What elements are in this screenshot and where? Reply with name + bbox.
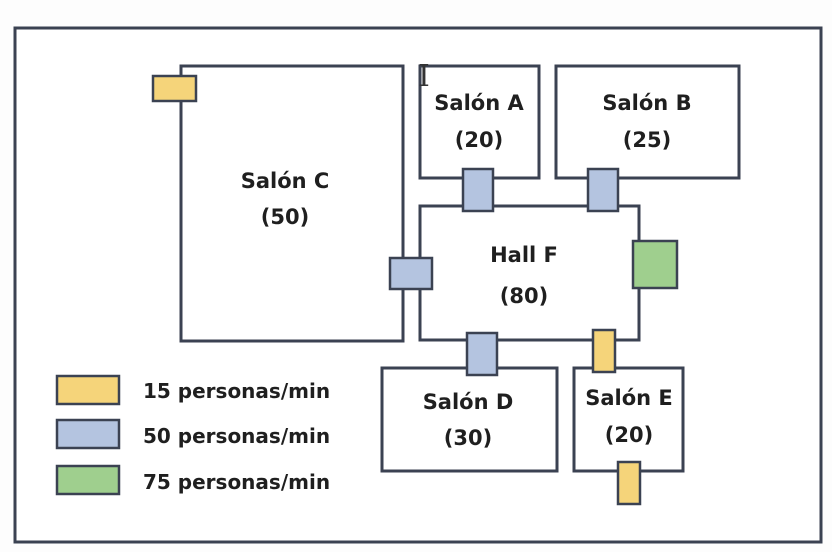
salon-b-name: Salón B [602,91,691,115]
door-hall-f-exterior [631,239,679,290]
door-salon-d-hall-f [465,331,499,377]
salon-a-name: Salón A [434,91,524,115]
door-salon-e-exterior [616,460,642,506]
legend-label-75: 75 personas/min [143,470,330,494]
salon-c-capacity: (50) [261,205,309,229]
room-salon-e [572,366,685,473]
salon-a-capacity: (20) [455,128,503,152]
text-cursor-icon: I [418,59,430,94]
legend-swatch-50 [55,418,121,450]
door-salon-c-hall-f [388,256,434,291]
legend-label-50: 50 personas/min [143,424,330,448]
room-salon-c [179,64,405,343]
salon-e-name: Salón E [585,386,673,410]
legend-label-15: 15 personas/min [143,379,330,403]
hall-f-name: Hall F [490,243,558,267]
salon-d-name: Salón D [423,390,514,414]
room-salon-a [418,64,541,180]
room-hall-f [418,204,641,342]
door-salon-e-hall-f [591,328,617,374]
hall-f-capacity: (80) [500,284,548,308]
salon-c-name: Salón C [241,169,330,193]
salon-b-capacity: (25) [623,128,671,152]
salon-e-capacity: (20) [605,423,653,447]
legend: 15 personas/min 50 personas/min 75 perso… [55,374,330,496]
door-salon-b-hall-f [586,167,620,213]
salon-d-capacity: (30) [444,426,492,450]
legend-swatch-75 [55,464,121,496]
door-salon-a-hall-f [461,167,495,213]
room-salon-d [380,366,559,473]
legend-swatch-15 [55,374,121,406]
room-salon-b [554,64,741,180]
door-salon-c-exterior [151,74,198,103]
